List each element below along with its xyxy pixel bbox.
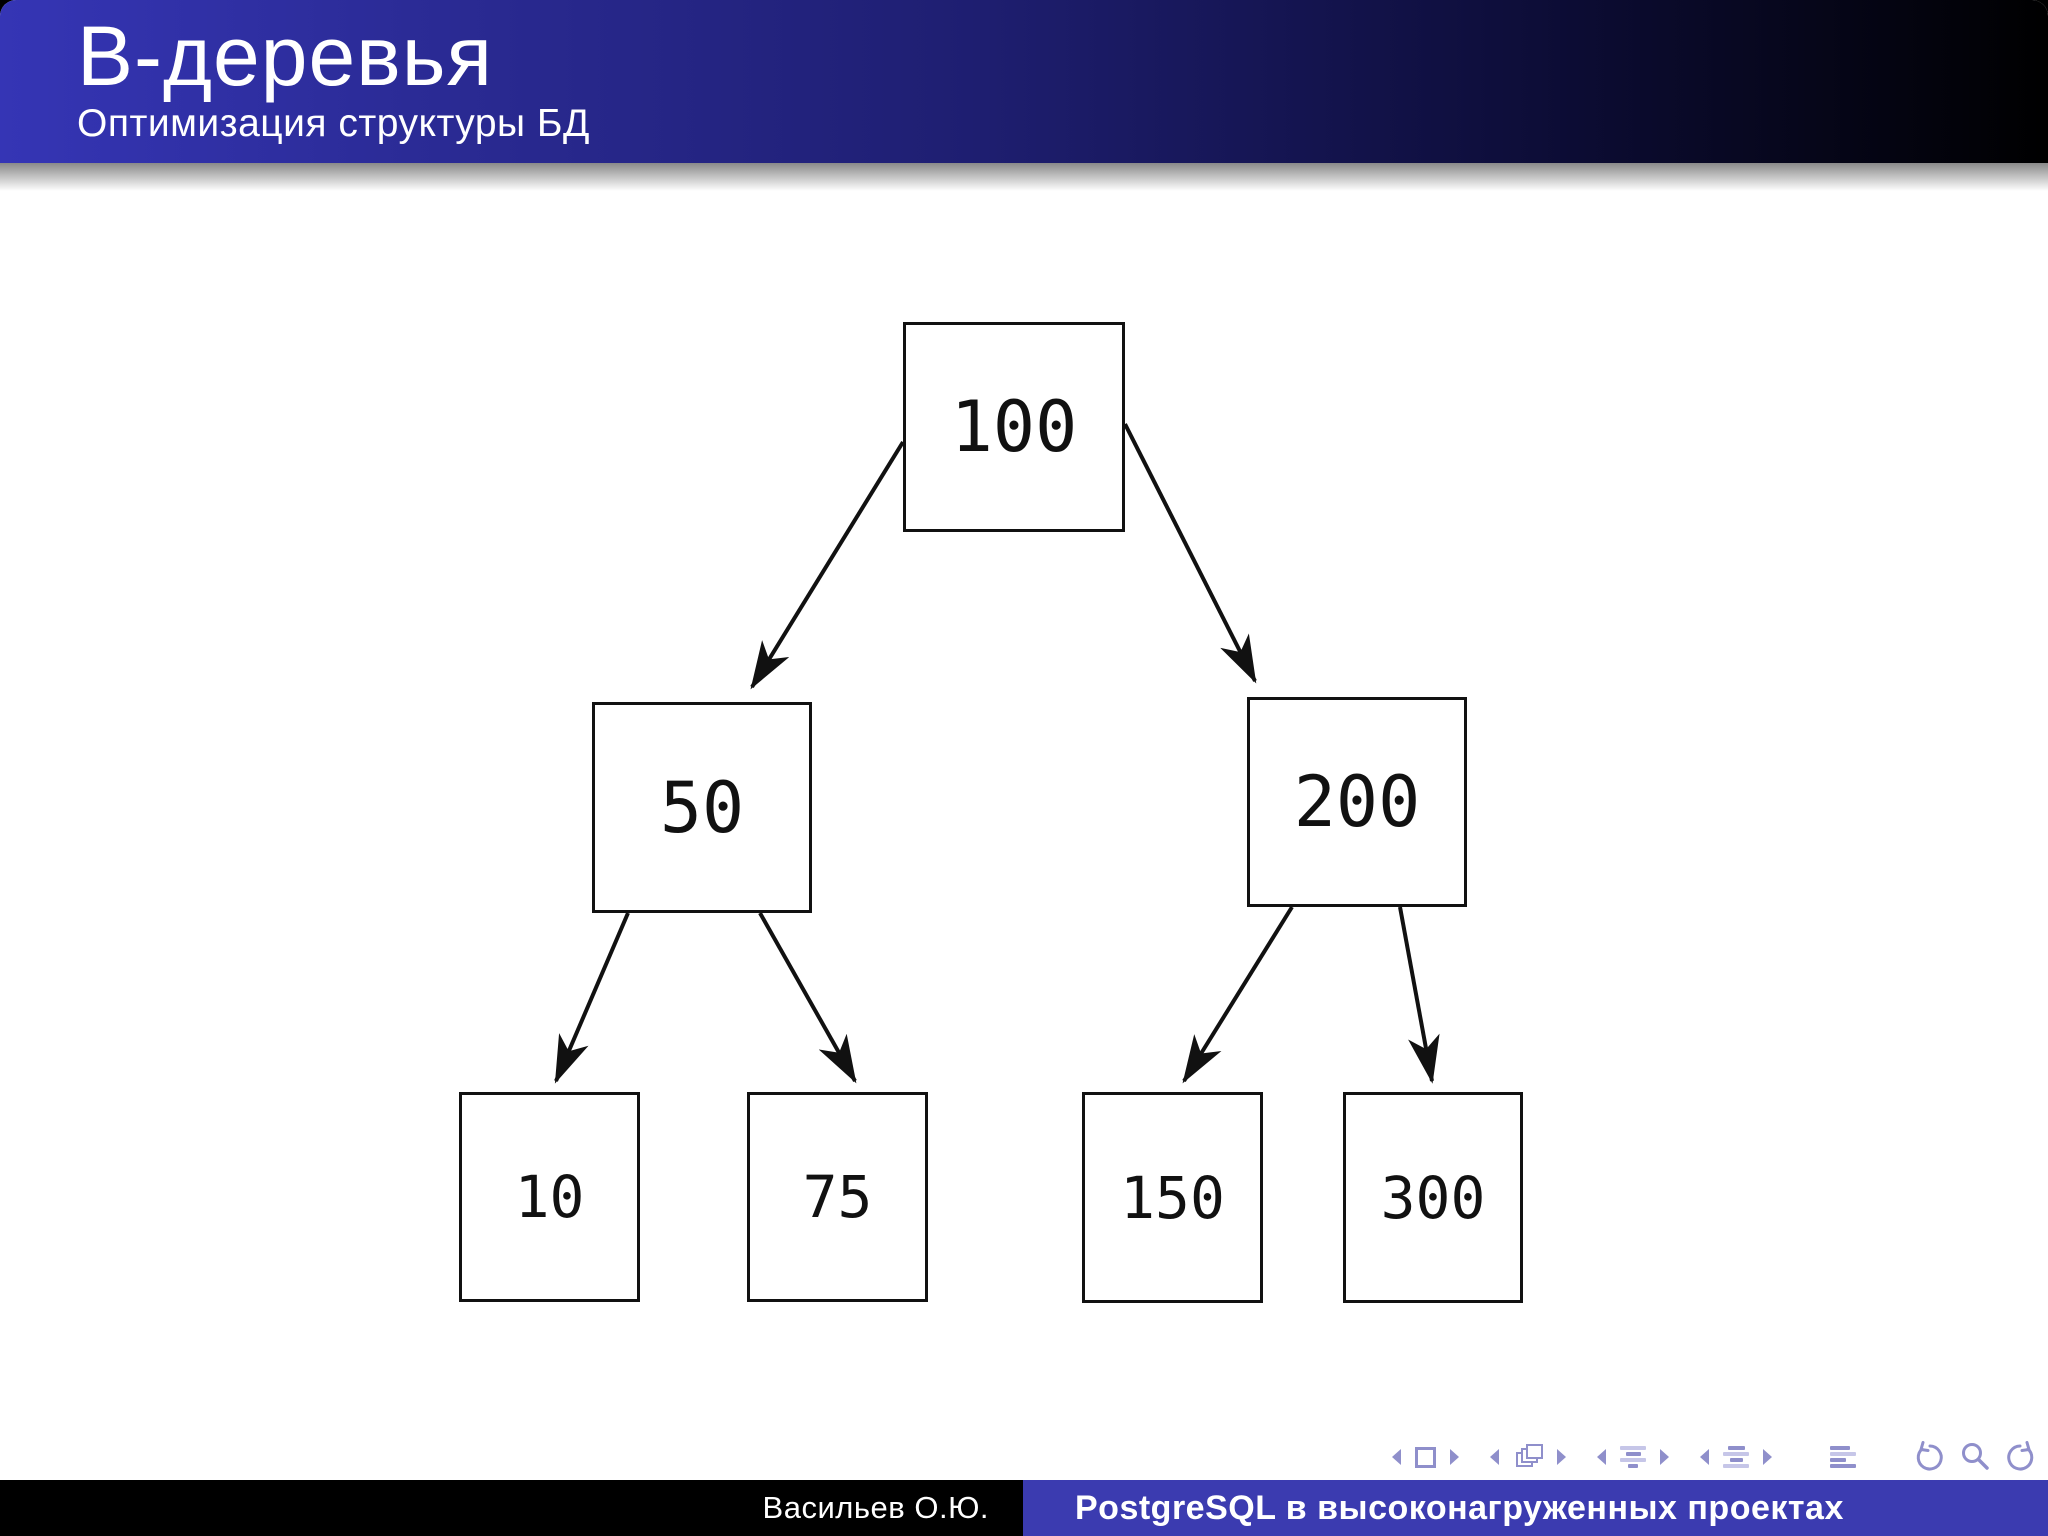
next-subsection-icon[interactable] [1659,1447,1671,1467]
next-slide-icon[interactable] [1449,1447,1461,1467]
tree-node-right-left: 150 [1082,1092,1263,1303]
tree-edge-200-300 [1398,906,1440,1084]
slide-nav-group [1390,1446,1461,1468]
find-icon[interactable] [1959,1441,1991,1473]
footline: Васильев О.Ю. PostgreSQL в высоконагруже… [0,1480,2048,1536]
header-shadow [0,163,2048,191]
tree-node-root: 100 [903,322,1125,532]
prev-section-icon[interactable] [1698,1447,1710,1467]
slide-title: В-деревья [77,9,494,103]
slide-icon[interactable] [1415,1446,1436,1468]
next-section-icon[interactable] [1762,1447,1774,1467]
frame-icon[interactable] [1513,1443,1543,1471]
slide-subtitle: Оптимизация структуры БД [77,102,590,145]
prev-slide-icon[interactable] [1390,1447,1402,1467]
footer-author: Васильев О.Ю. [762,1490,989,1525]
slide-header: В-деревья Оптимизация структуры БД [0,0,2048,163]
tree-node-left-left: 10 [459,1092,640,1302]
tree-edge-100-50 [750,440,905,690]
section-icon[interactable] [1723,1446,1749,1468]
footer-title-panel: PostgreSQL в высоконагруженных проектах [1023,1480,2048,1536]
tree-node-left-right: 75 [747,1092,928,1302]
section-nav-group [1698,1446,1774,1468]
footer-talk-title: PostgreSQL в высоконагруженных проектах [1075,1488,1844,1527]
btree-diagram: 100 50 200 10 75 150 300 [0,191,2048,1443]
tree-edge-50-10 [554,912,630,1084]
subsection-nav-group [1595,1446,1671,1468]
beamer-navigation-bar [1390,1440,2038,1474]
history-nav-group [1912,1441,2038,1473]
appendix-icon[interactable] [1830,1446,1856,1468]
tree-edges-layer [554,423,1440,1084]
tree-node-left: 50 [592,702,812,913]
tree-edge-50-75 [758,912,857,1084]
go-forward-icon[interactable] [2004,1441,2038,1473]
subsection-icon[interactable] [1620,1446,1646,1468]
frame-nav-group [1488,1443,1568,1471]
footer-author-panel: Васильев О.Ю. [0,1480,1023,1536]
next-frame-icon[interactable] [1556,1447,1568,1467]
prev-subsection-icon[interactable] [1595,1447,1607,1467]
tree-node-right-right: 300 [1343,1092,1523,1303]
tree-node-right: 200 [1247,697,1467,907]
tree-edge-200-150 [1182,905,1294,1084]
prev-frame-icon[interactable] [1488,1447,1500,1467]
tree-edge-100-200 [1123,423,1257,684]
go-back-icon[interactable] [1912,1441,1946,1473]
